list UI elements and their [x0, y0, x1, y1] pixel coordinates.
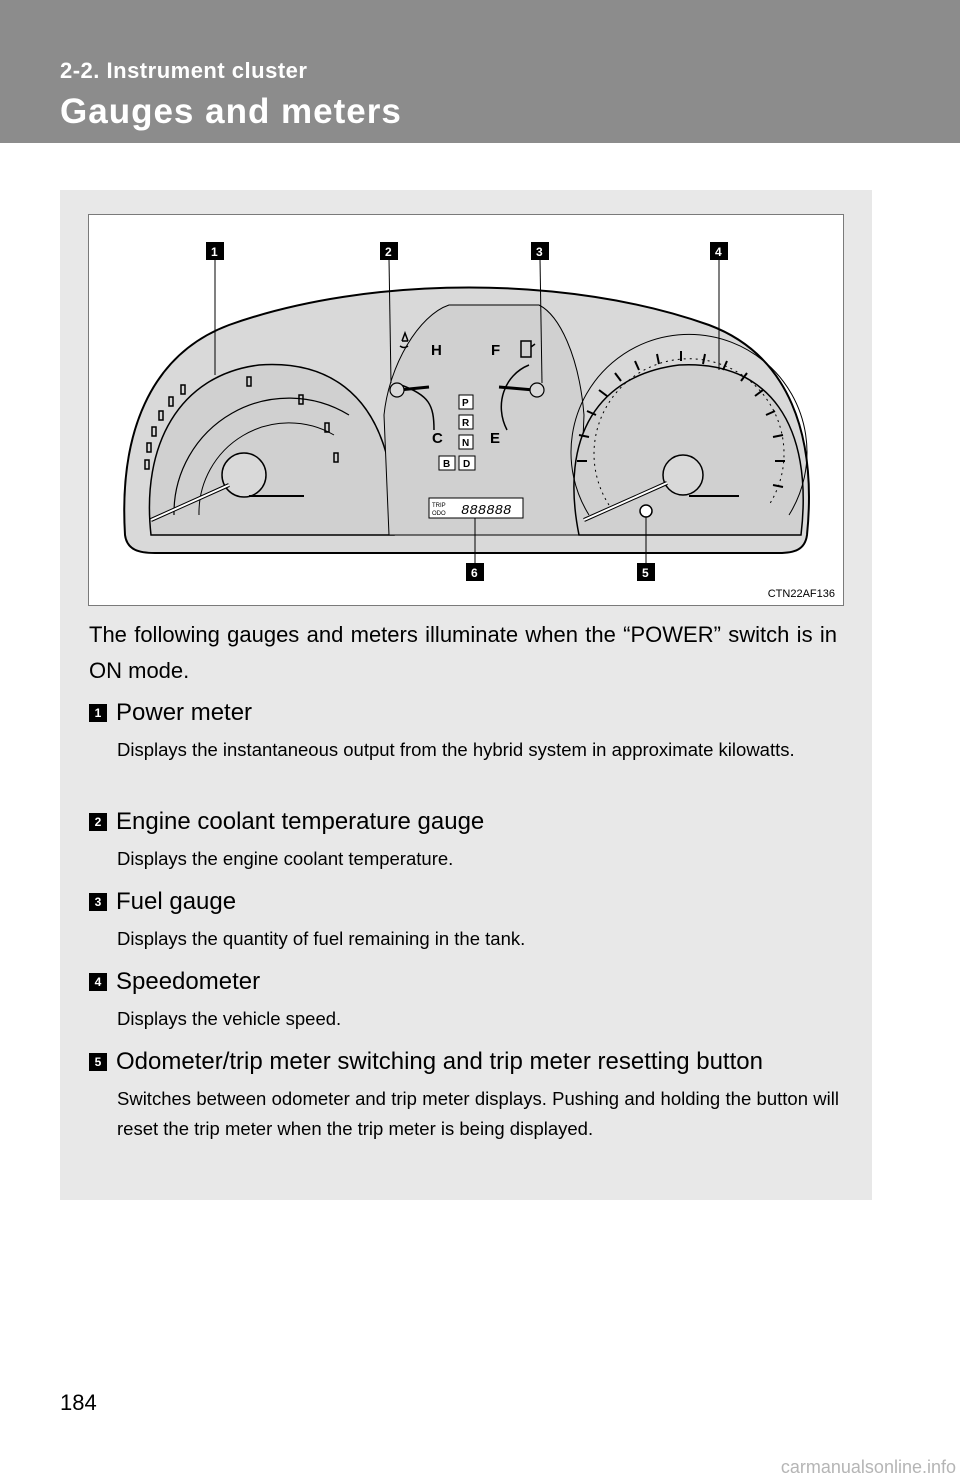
- odo-odo-label: ODO: [432, 511, 446, 517]
- item-title: Engine coolant temperature gauge: [116, 808, 485, 835]
- item-number-badge: 4: [89, 973, 107, 991]
- trip-reset-knob: [639, 504, 653, 518]
- item-number-badge: 5: [89, 1053, 107, 1071]
- list-item: 5 Odometer/trip meter switching and trip …: [89, 1046, 839, 1144]
- cluster-illustration: H C F E P R N B D TRIP ODO 888888: [123, 242, 810, 581]
- fuel-empty-label: E: [490, 430, 500, 447]
- coolant-temp-icon: [399, 330, 409, 349]
- shift-d: D: [463, 459, 470, 470]
- callout-3: 3: [536, 245, 543, 259]
- callout-2: 2: [385, 245, 392, 259]
- odo-trip-label: TRIP: [432, 503, 446, 509]
- item-title: Odometer/trip meter switching and trip m…: [116, 1048, 763, 1075]
- callout-1: 1: [211, 245, 218, 259]
- callout-6: 6: [471, 566, 478, 580]
- shift-r: R: [462, 418, 470, 429]
- item-description: Displays the engine coolant temperature.: [117, 848, 454, 869]
- item-title: Speedometer: [116, 968, 261, 995]
- item-title: Power meter: [116, 699, 253, 726]
- list-item: 2 Engine coolant temperature gauge Displa…: [89, 806, 837, 874]
- figure-code: CTN22AF136: [767, 588, 835, 600]
- callout-lines: [214, 258, 720, 563]
- fuel-pump-icon: [520, 340, 536, 358]
- fuel-full-label: F: [491, 342, 500, 359]
- callout-markers: 1 2 3 4 5 6: [206, 242, 728, 581]
- page-title: Gauges and meters: [60, 92, 402, 131]
- callout-5: 5: [642, 566, 649, 580]
- speedometer-scale: [577, 351, 785, 488]
- section-label: 2-2. Instrument cluster: [60, 58, 308, 83]
- odo-digits: 888888: [461, 503, 511, 519]
- list-item: 4 Speedometer Displays the vehicle speed.: [89, 966, 837, 1034]
- item-title: Fuel gauge: [116, 888, 237, 915]
- callout-4: 4: [715, 245, 722, 259]
- shift-n: N: [462, 438, 469, 449]
- intro-text: The following gauges and meters illumina…: [89, 622, 837, 683]
- power-meter-scale: [144, 376, 339, 470]
- shift-indicator: P R N B D: [438, 394, 476, 471]
- item-number-badge: 3: [89, 893, 107, 911]
- item-description: Displays the vehicle speed.: [117, 1008, 342, 1029]
- shift-p: P: [462, 398, 469, 409]
- footer-watermark: carmanualsonline.info: [780, 1457, 956, 1477]
- temp-cold-label: C: [432, 430, 443, 447]
- temp-hot-label: H: [431, 342, 442, 359]
- list-item: 1 Power meter Displays the instantaneous …: [89, 697, 837, 765]
- item-number-badge: 1: [89, 704, 107, 722]
- instrument-cluster-figure: H C F E P R N B D TRIP ODO 888888: [88, 214, 844, 606]
- header-bar: 2-2. Instrument cluster Gauges and meter…: [0, 0, 960, 143]
- item-description: Displays the quantity of fuel remaining …: [117, 928, 526, 949]
- item-description: Switches between odometer and trip meter…: [117, 1088, 839, 1139]
- page-number: 184: [60, 1390, 97, 1415]
- shift-b: B: [443, 459, 450, 470]
- odometer-display: TRIP ODO 888888: [428, 497, 524, 519]
- item-number-badge: 2: [89, 813, 107, 831]
- list-item: 3 Fuel gauge Displays the quantity of fue…: [89, 886, 837, 954]
- item-description: Displays the instantaneous output from t…: [117, 739, 795, 760]
